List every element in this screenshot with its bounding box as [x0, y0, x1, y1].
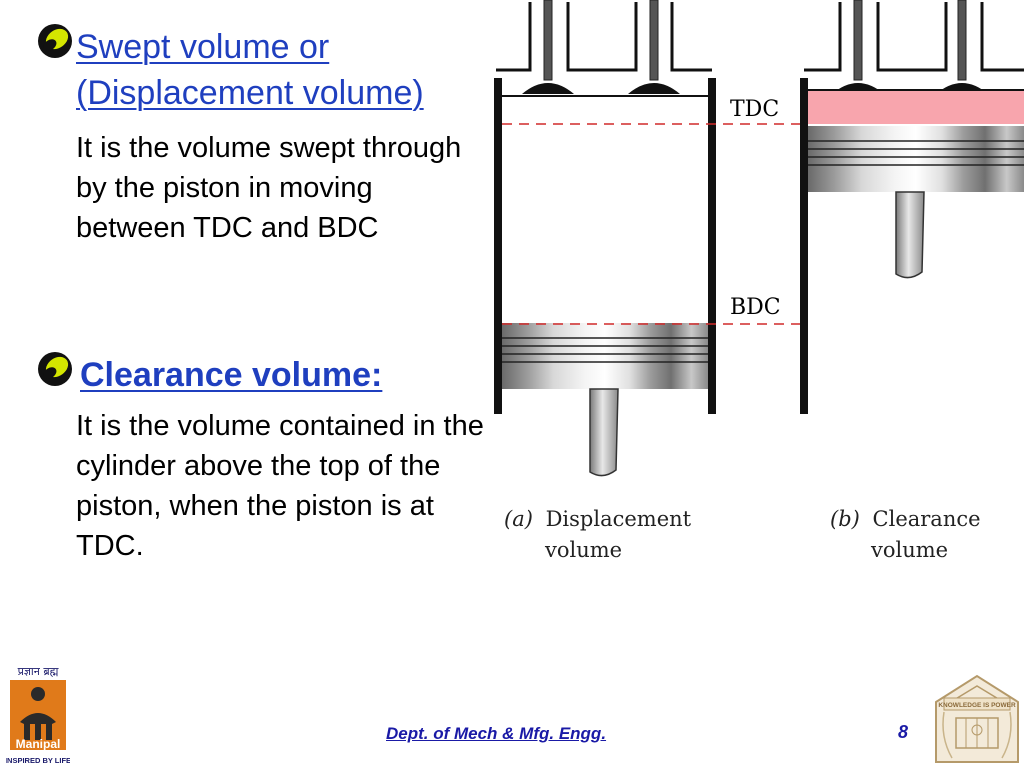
caption-b-line1: Clearance [873, 507, 981, 531]
swept-volume-heading-line2: (Displacement volume) [76, 74, 424, 112]
tdc-label: TDC [730, 97, 779, 122]
manipal-logo: प्रज्ञान ब्रह्म Manipal INSPIRED BY LIFE [6, 665, 70, 765]
caption-b-line2: volume [870, 538, 948, 562]
caption-b-letter: (b) [830, 507, 860, 531]
caption-a-line1: Displacement [546, 507, 692, 531]
exhaust-valve [936, 0, 988, 94]
logo-tagline: INSPIRED BY LIFE [6, 756, 70, 765]
intake-valve [522, 0, 574, 94]
seal-motto: KNOWLEDGE IS POWER [938, 702, 1016, 709]
piston-cylinder-diagram: TDC BDC (a) Displacement volume (b) Cle [494, 0, 1024, 562]
clearance-volume-heading: Clearance volume: [80, 356, 383, 394]
logo-name: Manipal [16, 737, 61, 751]
cylinder-a [494, 0, 716, 477]
bullet-icon [38, 24, 72, 58]
clearance-volume-description: It is the volume contained in the cylind… [76, 410, 484, 562]
bullet-icon [38, 352, 72, 386]
caption-b: (b) Clearance [830, 507, 981, 531]
exhaust-valve [628, 0, 680, 94]
institute-seal-logo: KNOWLEDGE IS POWER [935, 674, 1019, 763]
swept-volume-description: It is the volume swept through by the pi… [76, 132, 462, 244]
caption-a-letter: (a) [504, 507, 533, 531]
page-number: 8 [898, 722, 909, 742]
bdc-label: BDC [730, 295, 781, 320]
caption-a-line2: volume [544, 538, 622, 562]
caption-a: (a) Displacement [504, 507, 692, 531]
clearance-volume-area [808, 90, 1024, 124]
swept-volume-heading-line1: Swept volume or [76, 28, 330, 66]
logo-sanskrit-text: प्रज्ञान ब्रह्म [18, 665, 59, 678]
cylinder-b [800, 0, 1024, 414]
swept-volume-heading: Swept volume or (Displacement volume) [76, 24, 496, 116]
footer-dept: Dept. of Mech & Mfg. Engg. [386, 724, 607, 743]
